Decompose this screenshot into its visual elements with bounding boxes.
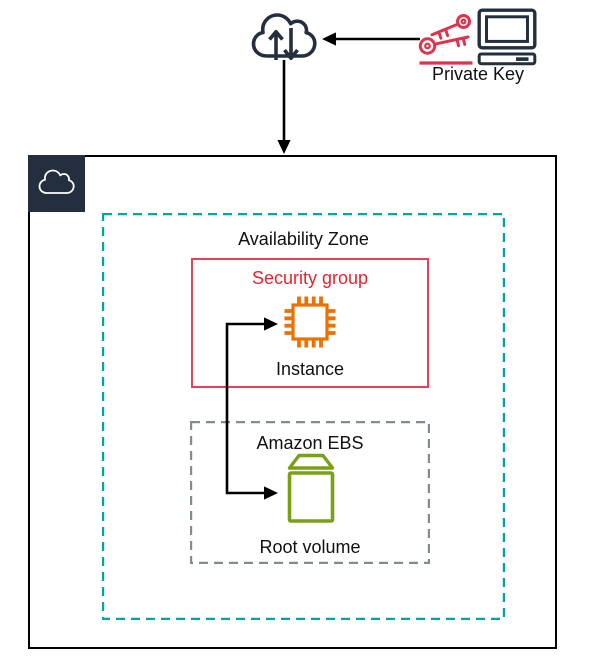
- arrow-internet-to-aws-cloud: [277, 60, 291, 154]
- root-volume-label: Root volume: [259, 537, 361, 557]
- internet-gateway-cloud-icon: [251, 13, 317, 60]
- security-group-boundary: [191, 258, 429, 388]
- amazon-ebs-label: Amazon EBS: [256, 433, 364, 453]
- instance-label: Instance: [275, 359, 345, 379]
- security-group-label: Security group: [251, 268, 369, 288]
- availability-zone-label: Availability Zone: [238, 229, 369, 249]
- amazon-ebs-boundary: [190, 421, 430, 564]
- availability-zone-boundary: [102, 213, 505, 620]
- ec2-instance-icon: [284, 296, 336, 348]
- arrow-private-key-to-internet: [322, 32, 420, 46]
- key-pair-icon: [418, 14, 473, 65]
- ebs-volume-icon: [287, 453, 335, 523]
- computer-icon: [477, 8, 537, 66]
- aws-cloud-badge: [28, 155, 85, 212]
- upload-arrow-icon: [268, 30, 284, 60]
- private-key-label: Private Key: [431, 64, 525, 84]
- download-arrow-icon: [283, 28, 299, 60]
- aws-cloud-icon: [38, 169, 75, 194]
- aws-cloud-boundary: [28, 155, 557, 649]
